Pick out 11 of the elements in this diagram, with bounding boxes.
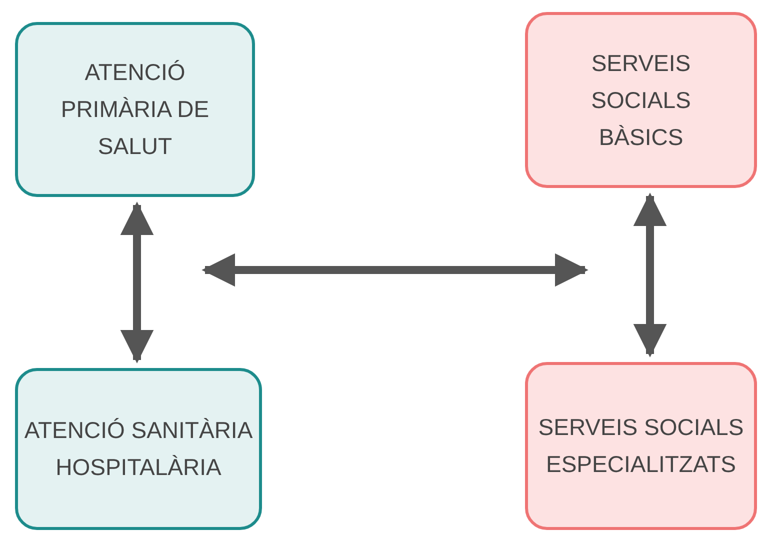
rounded-box <box>525 362 757 530</box>
double-arrow <box>120 202 154 364</box>
box-label: ATENCIÓ SANITÀRIA HOSPITALÀRIA <box>23 416 254 482</box>
double-arrow <box>633 192 667 358</box>
double-arrow <box>202 253 588 287</box>
box-label: SERVEIS SOCIALS ESPECIALITZATS <box>537 413 745 479</box>
rounded-box <box>15 22 255 197</box>
box-label: SERVEIS SOCIALS BÀSICS <box>590 48 692 152</box>
rounded-box <box>15 368 262 530</box>
box-label: ATENCIÓ PRIMÀRIA DE SALUT <box>60 58 210 161</box>
rounded-box <box>525 12 757 188</box>
